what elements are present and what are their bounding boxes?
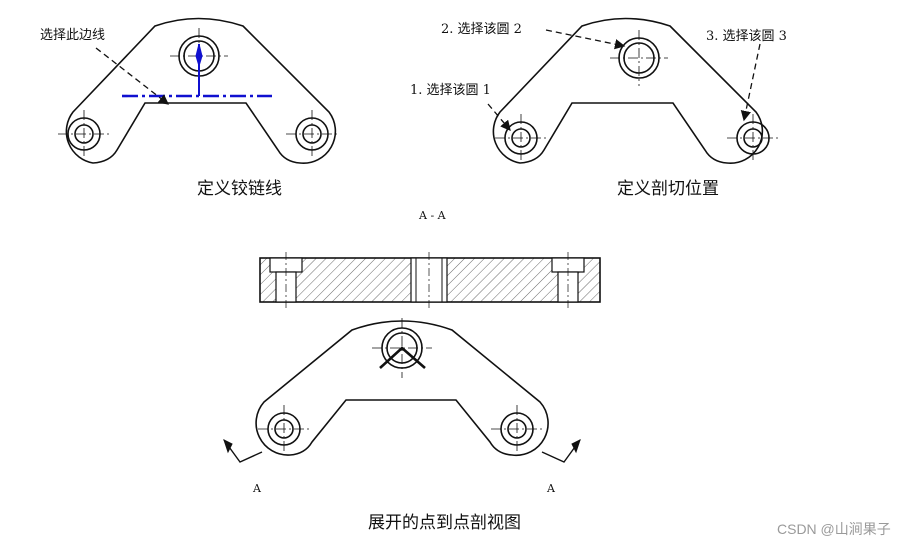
section-cut-line [223, 346, 581, 463]
annotation-select-circle-3: 3. 选择该圆 3 [706, 29, 787, 44]
watermark: CSDN @山涧果子 [777, 521, 891, 537]
caption-define-section-position: 定义剖切位置 [617, 179, 719, 199]
section-label-right: A [546, 482, 556, 495]
annotation-select-circle-1: 1. 选择该圆 1 [410, 83, 491, 98]
part-outline [65, 17, 337, 164]
selection-arrows [487, 29, 761, 131]
annotation-select-circle-2: 2. 选择该圆 2 [441, 22, 522, 37]
section-label-left: A [252, 482, 262, 495]
annotation-select-edge: 选择此边线 [40, 28, 105, 43]
hinge-line [122, 43, 272, 98]
caption-unfolded-view: 展开的点到点剖视图 [368, 513, 521, 533]
select-edge-arrow [95, 47, 170, 105]
part-outline [255, 320, 549, 457]
section-a-a [259, 252, 601, 308]
caption-define-hinge-line: 定义铰链线 [197, 179, 282, 199]
part-outline [492, 17, 764, 164]
section-title: A - A [418, 209, 447, 222]
part-section-view [492, 17, 779, 164]
part-unfolded-view [255, 318, 549, 457]
